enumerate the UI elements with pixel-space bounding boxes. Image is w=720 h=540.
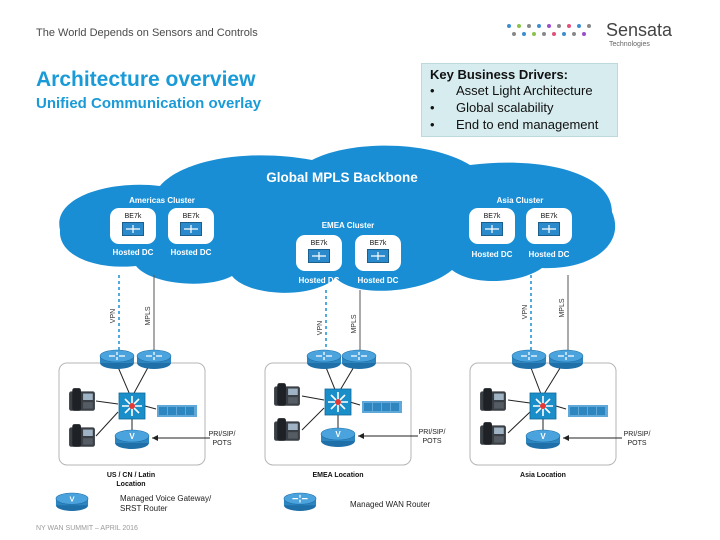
vpn-label: VPN: [110, 309, 117, 323]
ip-phone-icon: [274, 418, 300, 441]
drivers-heading: Key Business Drivers:: [430, 67, 569, 82]
server-emea-2: BE7k Hosted DC: [355, 235, 401, 285]
server-icon: [538, 222, 560, 236]
footer-text: NY WAN SUMMIT – APRIL 2016: [36, 525, 138, 532]
switch-icon: [529, 392, 557, 420]
ip-phone-icon: [480, 388, 506, 411]
phone-bank-icon: [568, 405, 608, 417]
backbone-label: Global MPLS Backbone: [266, 170, 418, 185]
server-icon: [122, 222, 144, 236]
site-links-emea: VPN MPLS: [317, 290, 361, 350]
wan-router-icon: [136, 349, 172, 370]
switch-icon: [324, 388, 352, 416]
server-tag: BE7k: [370, 240, 387, 247]
server-americas-2: BE7k Hosted DC: [168, 208, 214, 257]
voice-gateway-icon: [525, 429, 561, 450]
server-asia-2: BE7k Hosted DC: [526, 208, 572, 259]
phone-bank-icon: [362, 401, 402, 413]
trunk-label: PRI/SIP/POTS: [209, 431, 236, 447]
tagline: The World Depends on Sensors and Control…: [36, 27, 258, 39]
mpls-label: MPLS: [559, 298, 566, 317]
wan-router-icon: [99, 349, 135, 370]
driver-label: Global scalability: [456, 100, 554, 115]
server-icon: [308, 249, 330, 263]
server-icon: [367, 249, 389, 263]
server-icon: [180, 222, 202, 236]
logo-name: Sensata: [606, 20, 673, 40]
voice-gateway-icon: [114, 429, 150, 450]
cluster-label-americas: Americas Cluster: [129, 196, 195, 205]
server-caption: Hosted DC: [358, 276, 399, 285]
ip-phone-icon: [480, 422, 506, 445]
driver-label: End to end management: [456, 117, 599, 132]
driver-item: •Asset Light Architecture: [430, 83, 593, 98]
wan-router-icon: [511, 349, 547, 370]
ip-phone-icon: [69, 388, 95, 411]
mpls-label: MPLS: [351, 314, 358, 333]
server-tag: BE7k: [311, 240, 328, 247]
vpn-label: VPN: [522, 305, 529, 319]
phone-bank-icon: [157, 405, 197, 417]
server-tag: BE7k: [125, 213, 142, 220]
cluster-label-emea: EMEA Cluster: [322, 221, 375, 230]
server-caption: Hosted DC: [113, 248, 154, 257]
server-caption: Hosted DC: [472, 250, 513, 259]
key-drivers-box: Key Business Drivers: •Asset Light Archi…: [421, 63, 618, 137]
site-name: Asia Location: [520, 472, 566, 479]
server-asia-1: BE7k Hosted DC: [469, 208, 515, 259]
server-caption: Hosted DC: [171, 248, 212, 257]
page-subtitle: Unified Communication overlay: [36, 95, 262, 112]
voice-gateway-icon: [320, 427, 356, 448]
logo-dots-icon: [507, 24, 591, 36]
page-title: Architecture overview: [36, 68, 256, 91]
driver-label: Asset Light Architecture: [456, 83, 593, 98]
legend-wan-label: Managed WAN Router: [350, 500, 431, 509]
vpn-label: VPN: [317, 321, 324, 335]
site-links-asia: VPN MPLS: [522, 275, 569, 350]
server-emea-1: BE7k Hosted DC: [296, 235, 342, 285]
server-caption: Hosted DC: [529, 250, 570, 259]
logo-subtitle: Technologies: [609, 41, 650, 48]
wan-router-icon: [548, 349, 584, 370]
server-caption: Hosted DC: [299, 276, 340, 285]
server-tag: BE7k: [183, 213, 200, 220]
trunk-label: PRI/SIP/POTS: [419, 429, 446, 445]
legend: Managed Voice Gateway/SRST Router Manage…: [55, 492, 431, 513]
trunk-label: PRI/SIP/POTS: [624, 431, 651, 447]
driver-item: •Global scalability: [430, 100, 554, 115]
cluster-label-asia: Asia Cluster: [497, 196, 544, 205]
wan-router-icon: [283, 492, 317, 512]
server-americas-1: BE7k Hosted DC: [110, 208, 156, 257]
server-icon: [481, 222, 503, 236]
switch-icon: [118, 392, 146, 420]
site-emea: PRI/SIP/POTS EMEA Location: [264, 349, 446, 479]
mpls-label: MPLS: [145, 306, 152, 325]
legend-gateway-label: Managed Voice Gateway/SRST Router: [120, 494, 212, 513]
driver-item: •End to end management: [430, 117, 599, 132]
site-asia: PRI/SIP/POTS Asia Location: [469, 349, 651, 479]
mpls-cloud: [59, 145, 616, 293]
server-tag: BE7k: [484, 213, 501, 220]
wan-router-icon: [306, 349, 342, 370]
wan-router-icon: [341, 349, 377, 370]
ip-phone-icon: [274, 383, 300, 406]
site-links-americas: VPN MPLS: [110, 275, 155, 350]
server-tag: BE7k: [541, 213, 558, 220]
ip-phone-icon: [69, 424, 95, 447]
site-name: EMEA Location: [312, 472, 363, 479]
voice-gateway-icon: [55, 492, 89, 512]
